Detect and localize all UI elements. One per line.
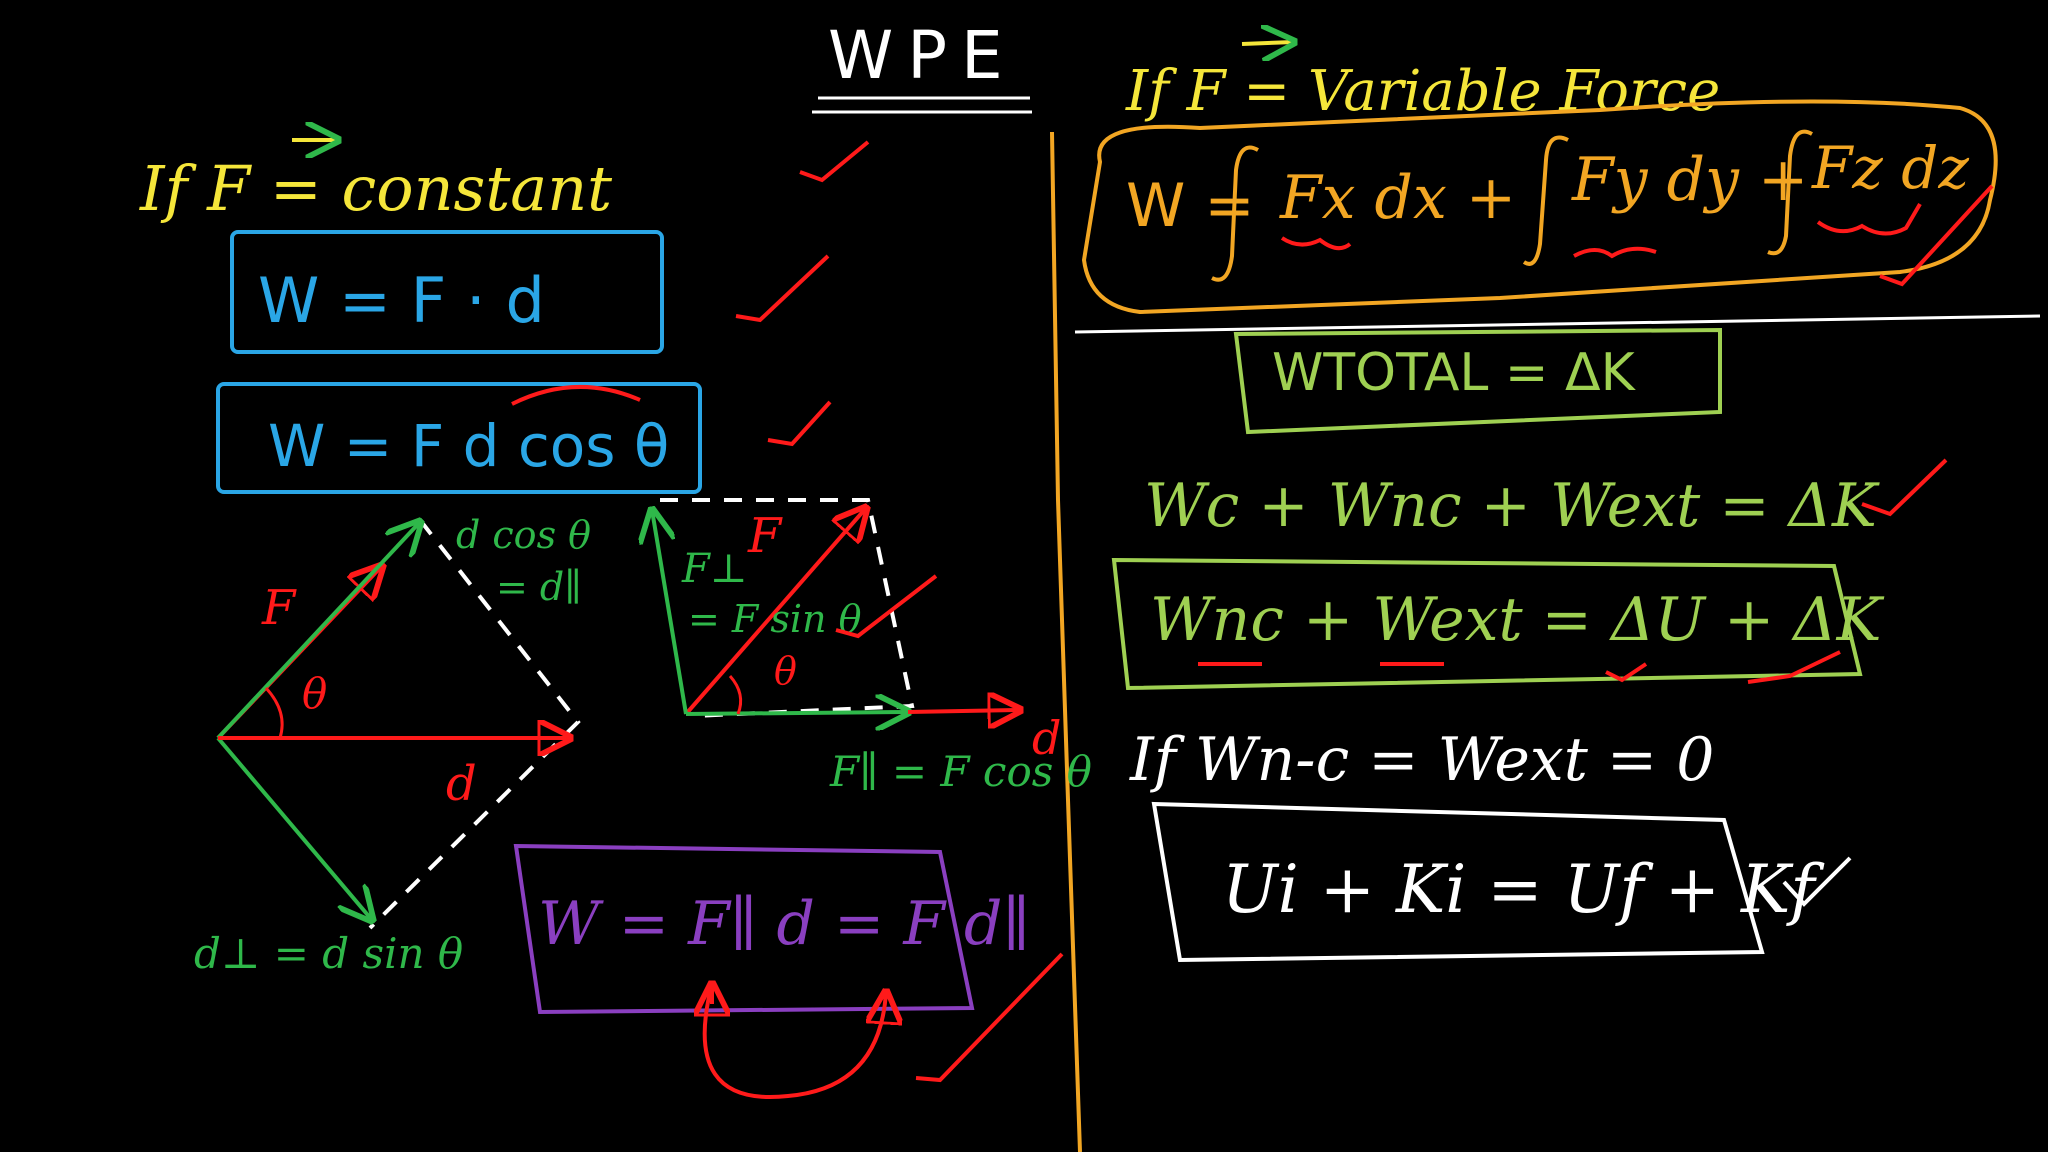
- check-mark: [835, 574, 938, 639]
- nonconservative-box: [1111, 557, 1863, 691]
- par-component-arrow: [216, 522, 420, 740]
- integral-sign: [1211, 145, 1259, 282]
- integral-cloud: [1081, 99, 1998, 315]
- left-condition: If F = constant: [139, 152, 612, 225]
- right-vector-arrow: [1241, 42, 1294, 44]
- formula-cos-box: [216, 382, 702, 494]
- integral-expression: W = Fx dx + Fy dy + Fz dz: [1126, 129, 1969, 282]
- par-component-label: F∥ = F cos θ: [829, 747, 1092, 796]
- force-label: F: [747, 508, 783, 564]
- displacement-arrow: [907, 710, 1020, 712]
- force-label: F: [261, 580, 297, 636]
- red-underline: [1280, 236, 1352, 251]
- integral-sign: [1522, 135, 1569, 266]
- horizontal-divider: [1074, 314, 2041, 334]
- diagram-left: F θ d d cos θ = d∥ d⊥ = d sin θ: [194, 513, 591, 978]
- check-mark: [1605, 662, 1648, 683]
- formula-par: W = F∥ d = F d∥: [538, 889, 1030, 959]
- check-mark: [799, 140, 870, 183]
- perp-component-label-2: = F sin θ: [688, 597, 862, 641]
- par-component-label: d cos θ: [456, 513, 591, 557]
- red-underline: [1816, 202, 1922, 236]
- dashed-rect: [368, 518, 581, 930]
- red-curve-arrow: [702, 983, 886, 1099]
- red-underline: [1573, 246, 1657, 259]
- integral-sign: [1767, 129, 1813, 256]
- check-mark: [1879, 184, 1994, 287]
- red-arc: [511, 385, 641, 406]
- formula-cos: W = F d cos θ: [268, 412, 669, 480]
- perp-component-arrow: [652, 510, 688, 715]
- angle-label: θ: [302, 669, 327, 718]
- par-component-arrow: [685, 712, 908, 714]
- angle-arc: [264, 686, 284, 739]
- work-energy: WTOTAL = ΔK: [1272, 343, 1637, 403]
- disp-label: d: [1032, 711, 1061, 765]
- formula-dot: W = F · d: [258, 264, 545, 337]
- check-mark: [915, 952, 1064, 1083]
- angle-label: θ: [774, 649, 797, 693]
- right-condition: If F = Variable Force: [1125, 59, 1720, 124]
- integral-term: Fx dx +: [1279, 163, 1516, 233]
- work-energy-box: [1233, 327, 1722, 435]
- check-mark: [1747, 650, 1841, 684]
- check-mark: [735, 254, 830, 323]
- perp-component-label: F⊥: [681, 546, 747, 592]
- disp-label: d: [446, 756, 477, 812]
- right-condition-2: If Wn-c = Wext = 0: [1129, 725, 1714, 795]
- check-mark: [1782, 856, 1852, 907]
- perp-component-arrow: [216, 736, 372, 920]
- title: WPE: [828, 17, 1017, 94]
- par-component-label-2: = d∥: [496, 565, 582, 609]
- formula-par-box: [513, 843, 975, 1015]
- formula-dot-box: [230, 230, 664, 354]
- force-arrow: [684, 508, 866, 716]
- vertical-divider: [1050, 131, 1082, 1152]
- decomposition: Wc + Wnc + Wext = ΔK: [1144, 471, 1880, 541]
- conservation: Ui + Ki = Uf + Kf: [1222, 851, 1825, 928]
- perp-component-label: d⊥ = d sin θ: [194, 929, 463, 978]
- integral-term: Fy dy +: [1571, 145, 1808, 215]
- integral-term: Fz dz: [1811, 134, 1969, 202]
- check-mark: [767, 400, 832, 447]
- check-mark: [1861, 458, 1948, 517]
- angle-arc: [728, 675, 743, 715]
- diagram-right: F θ d F⊥ = F sin θ F∥ = F cos θ: [652, 498, 1092, 796]
- conservation-box: [1151, 801, 1765, 963]
- nonconservative: Wnc + Wext = ΔU + ΔK: [1150, 585, 1885, 655]
